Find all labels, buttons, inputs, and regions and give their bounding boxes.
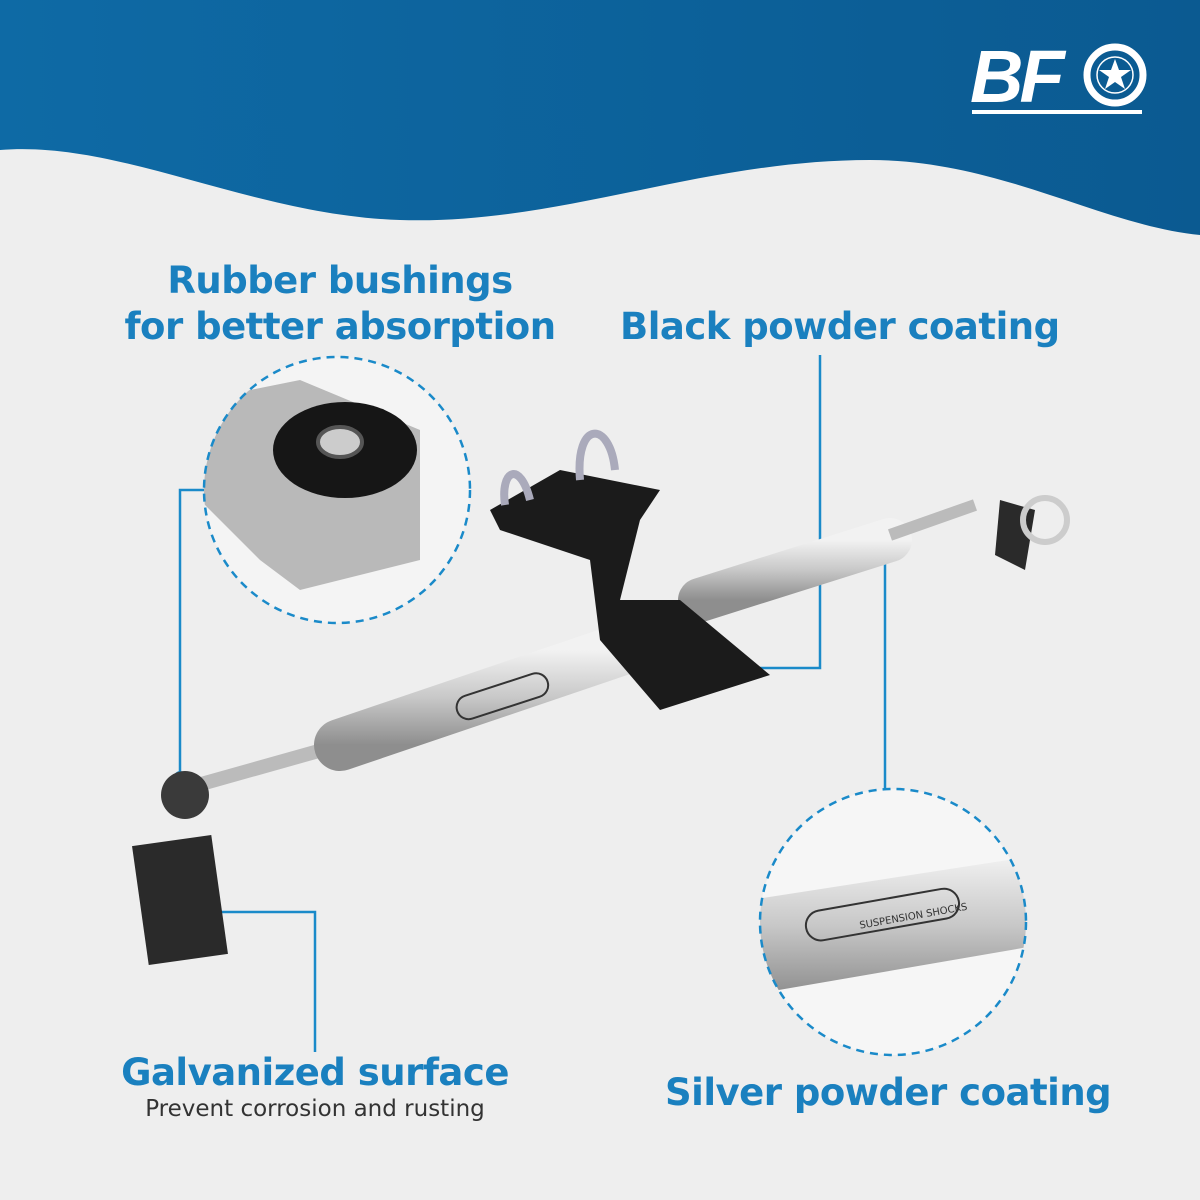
logo-text: BF [970,35,1065,118]
callout-title: for better absorption [124,305,556,348]
callout-rubber-bushings: Rubber bushings for better absorption [120,258,560,350]
callout-title: Rubber bushings [167,259,513,302]
steering-stabilizer [132,429,1070,965]
logo-underline [972,110,1142,114]
header-wave [0,0,1200,235]
callout-black-powder: Black powder coating [620,305,1060,348]
callout-galvanized: Galvanized surface Prevent corrosion and… [100,1050,530,1122]
callout-silver-powder: Silver powder coating [665,1071,1112,1114]
brand-logo: BF [970,35,1150,118]
callout-title: Galvanized surface [121,1051,509,1094]
detail-circle-silver [758,787,1028,1057]
detail-circle-bushing [202,355,472,625]
callout-subtitle: Prevent corrosion and rusting [145,1096,485,1122]
star-wheel-icon [1083,43,1147,107]
